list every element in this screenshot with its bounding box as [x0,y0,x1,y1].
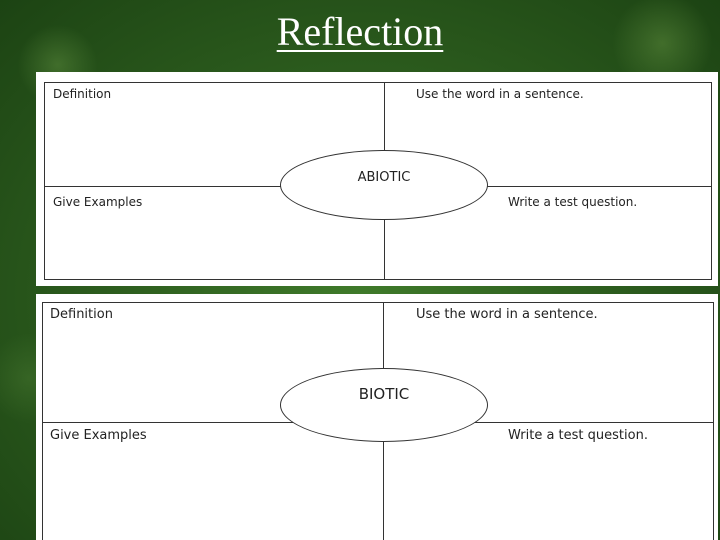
frayer-organizer-abiotic: Definition Use the word in a sentence. G… [36,72,718,286]
slide-title: Reflection [276,9,444,54]
question-label: Write a test question. [508,428,648,443]
center-word: ABIOTIC [357,170,411,185]
sentence-label: Use the word in a sentence. [416,87,584,101]
definition-label: Definition [50,307,113,322]
center-word: BIOTIC [358,385,410,403]
center-ellipse: ABIOTIC [280,150,488,220]
examples-label: Give Examples [53,195,143,209]
definition-label: Definition [53,87,112,101]
sentence-label: Use the word in a sentence. [416,307,598,322]
center-ellipse: BIOTIC [280,368,488,442]
examples-label: Give Examples [50,428,147,443]
frayer-organizer-biotic: Definition Use the word in a sentence. G… [36,294,718,540]
question-label: Write a test question. [508,195,638,209]
